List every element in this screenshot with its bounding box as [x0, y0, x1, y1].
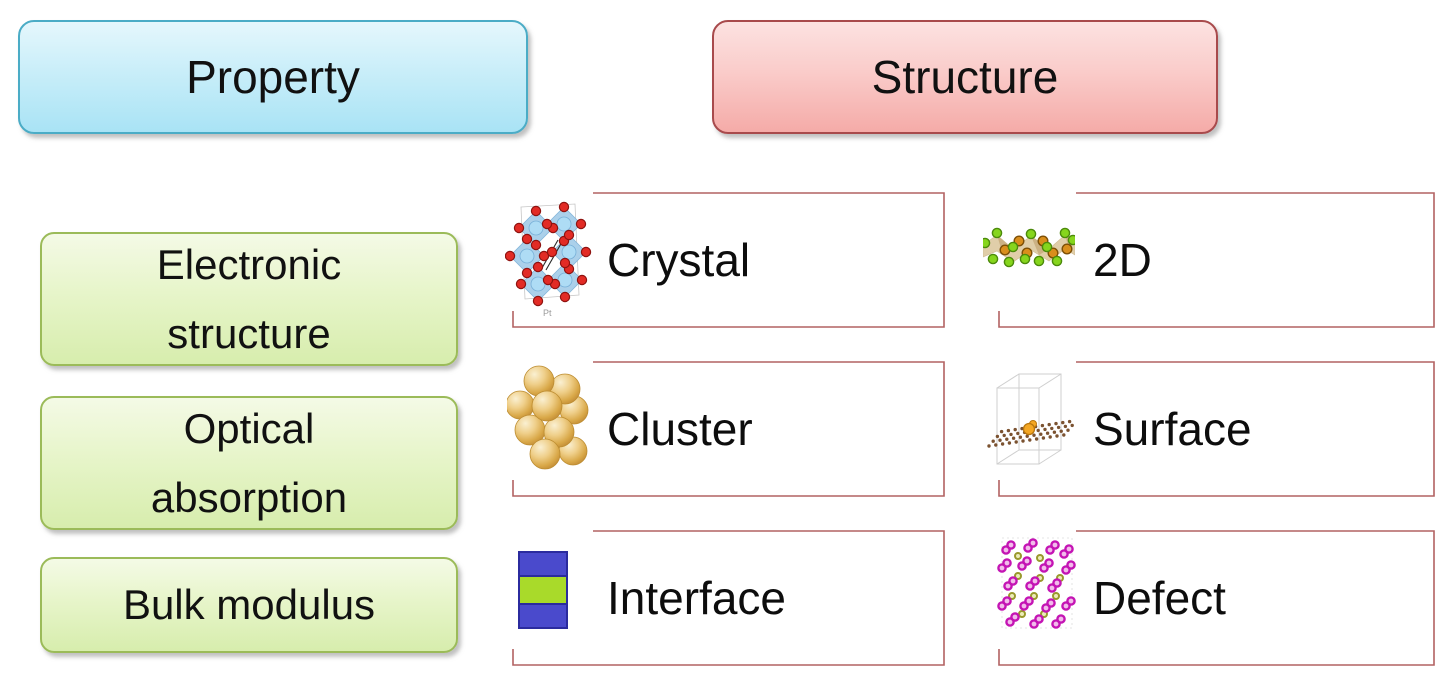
- structure-label-interface: Interface: [607, 572, 786, 624]
- structure-label-defect: Defect: [1093, 572, 1226, 624]
- structure-item-crystal: Pt Crystal: [505, 192, 945, 328]
- nanocluster-icon: [507, 365, 589, 470]
- open-frame-border: [512, 530, 945, 666]
- property-box-electronic-structure: Electronic structure: [40, 232, 458, 366]
- structure-item-interface: Interface: [505, 530, 945, 666]
- open-frame-border: [998, 530, 1435, 666]
- property-header: Property: [18, 20, 528, 134]
- open-frame-border: [998, 361, 1435, 497]
- surface-slab-icon: [987, 373, 1074, 465]
- crystal-annotation: Pt: [543, 308, 552, 318]
- property-box-bulk-modulus: Bulk modulus: [40, 557, 458, 653]
- property-box-label: Bulk modulus: [122, 581, 376, 629]
- property-header-label: Property: [186, 51, 360, 103]
- 2d-layer-icon: [983, 227, 1075, 268]
- structure-item-defect: Defect: [983, 530, 1435, 666]
- crystal-structure-icon: Pt: [505, 201, 592, 318]
- structure-label-surface: Surface: [1093, 403, 1252, 455]
- open-frame-border: [512, 192, 945, 328]
- open-frame-border: [998, 192, 1435, 328]
- defect-lattice-icon: [997, 537, 1076, 629]
- property-box-label: Optical absorption: [150, 404, 348, 521]
- interface-layers-icon: [518, 551, 568, 629]
- property-box-label: Electronic structure: [156, 240, 342, 357]
- structure-item-2d: 2D: [983, 192, 1435, 328]
- structure-label-crystal: Crystal: [607, 234, 751, 286]
- structure-label-cluster: Cluster: [607, 403, 753, 455]
- structure-header-label: Structure: [871, 51, 1059, 103]
- structure-header: Structure: [712, 20, 1218, 134]
- open-frame-border: [512, 361, 945, 497]
- property-box-optical-absorption: Optical absorption: [40, 396, 458, 530]
- structure-item-cluster: Cluster: [505, 361, 945, 497]
- structure-item-surface: Surface: [983, 361, 1435, 497]
- structure-label-2d: 2D: [1093, 234, 1152, 286]
